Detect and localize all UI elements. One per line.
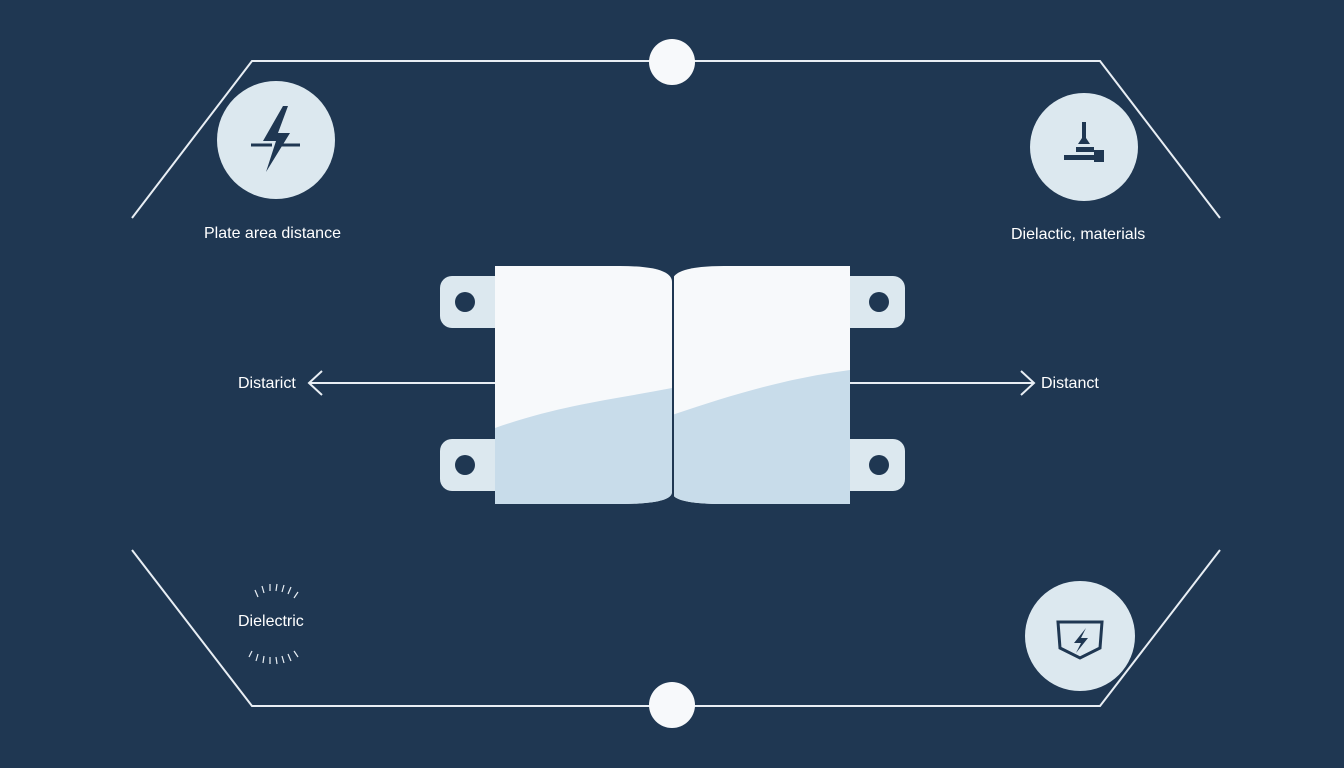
shield-lightning-icon[interactable] (1025, 581, 1135, 691)
left-capacitor-plate[interactable] (495, 266, 675, 506)
lightning-bolt-icon[interactable] (217, 81, 335, 199)
top-node[interactable] (649, 39, 695, 85)
left-distance-arrow (307, 370, 495, 396)
label-dielectric: Dielectric (238, 613, 304, 630)
right-distance-arrow (850, 370, 1036, 396)
bottom-node[interactable] (649, 682, 695, 728)
label-distance-left: Distarict (238, 375, 296, 392)
label-dielectric-materials: Dielactic, materials (1011, 226, 1146, 243)
left-tab-bottom[interactable] (440, 439, 510, 491)
dielectric-burst-icon (248, 583, 299, 665)
label-plate-area-distance: Plate area distance (204, 225, 341, 242)
right-tab-bottom[interactable] (835, 439, 905, 491)
soldering-iron-icon[interactable] (1030, 93, 1138, 201)
label-distance-right: Distanct (1041, 375, 1099, 392)
right-tab-top[interactable] (835, 276, 905, 328)
right-capacitor-plate[interactable] (670, 266, 852, 506)
left-tab-top[interactable] (440, 276, 510, 328)
